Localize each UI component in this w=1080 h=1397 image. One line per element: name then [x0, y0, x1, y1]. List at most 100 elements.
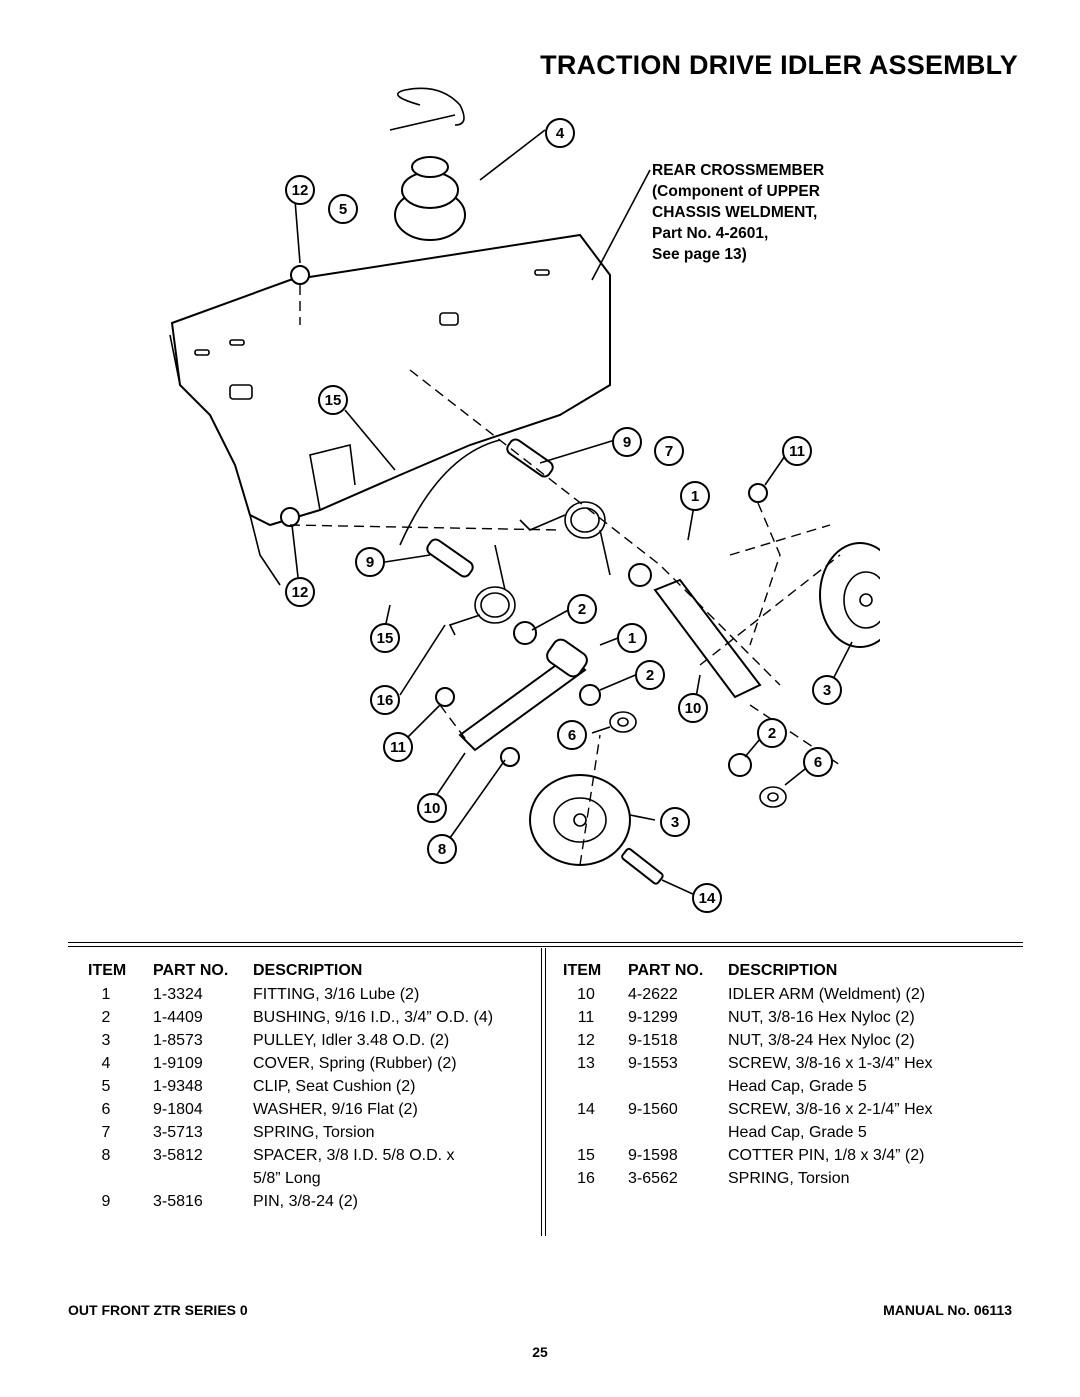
svg-text:2: 2	[578, 601, 586, 618]
svg-text:1: 1	[691, 488, 699, 505]
footer-series: OUT FRONT ZTR SERIES 0	[68, 1302, 248, 1318]
item-cell: 4	[101, 1055, 111, 1072]
callout-15: 15	[318, 385, 348, 415]
svg-text:11: 11	[390, 739, 406, 756]
plate-holes	[194, 269, 550, 400]
nut-part	[748, 483, 768, 503]
description-cell: CLIP, Seat Cushion (2)	[253, 1078, 416, 1095]
part-number-cell: 3-5713	[153, 1124, 203, 1141]
page-number: 25	[532, 1344, 548, 1360]
item-cell: 10	[577, 986, 595, 1003]
description-cell: WASHER, 9/16 Flat (2)	[253, 1101, 418, 1118]
bushing-part	[728, 753, 752, 777]
callout-12b: 12	[285, 577, 315, 607]
bushing-part	[628, 563, 652, 587]
item-cell: 11	[577, 1009, 595, 1026]
spacer-part	[500, 747, 520, 767]
callout-1b: 1	[617, 623, 647, 653]
callout-10b: 10	[417, 793, 447, 823]
item-cell: 2	[101, 1009, 111, 1026]
exploded-parts-diagram: 4 12 5 15 9 7 11 1 9 12 2 1 15 2 3 16 10…	[169, 87, 880, 913]
callout-6: 6	[557, 720, 587, 750]
part-number-cell: 9-1518	[628, 1032, 678, 1049]
callout-2c: 2	[757, 718, 787, 748]
item-cell: 5	[101, 1078, 111, 1095]
item-cell: 12	[577, 1032, 595, 1049]
table-rule	[68, 946, 1023, 947]
description-cell: FITTING, 3/16 Lube (2)	[253, 986, 420, 1003]
description-cell: COTTER PIN, 1/8 x 3/4” (2)	[728, 1147, 925, 1164]
item-cell: 8	[101, 1147, 111, 1164]
item-cell: 3	[101, 1032, 111, 1049]
rubber-cover-part	[394, 156, 466, 241]
svg-text:2: 2	[646, 667, 654, 684]
svg-text:14: 14	[699, 890, 716, 907]
part-number-cell: 9-1560	[628, 1101, 678, 1118]
item-cell: 1	[101, 986, 111, 1003]
pin-part	[506, 438, 554, 478]
table-row: Head Cap, Grade 5	[555, 1124, 1025, 1147]
callout-1: 1	[680, 481, 710, 511]
column-divider	[541, 948, 546, 1236]
svg-text:15: 15	[325, 392, 342, 409]
washer-part	[609, 711, 637, 733]
footer-manual: MANUAL No. 06113	[883, 1302, 1012, 1318]
svg-text:15: 15	[377, 630, 394, 647]
description-cell: Head Cap, Grade 5	[728, 1124, 867, 1141]
callout-14: 14	[692, 883, 722, 913]
description-cell: BUSHING, 9/16 I.D., 3/4” O.D. (4)	[253, 1009, 494, 1026]
bushing-part	[579, 684, 601, 706]
part-number-cell: 1-3324	[153, 986, 203, 1003]
description-cell: SPRING, Torsion	[728, 1170, 850, 1187]
table-row: 13 9-1553 SCREW, 3/8-16 x 1-3/4” Hex	[555, 1055, 1025, 1078]
description-cell: SCREW, 3/8-16 x 1-3/4” Hex	[728, 1055, 933, 1072]
part-number-cell: 9-1598	[628, 1147, 678, 1164]
item-cell: 7	[101, 1124, 111, 1141]
idler-arm-part	[653, 578, 762, 699]
nut-part	[290, 265, 310, 285]
description-cell: SCREW, 3/8-16 x 2-1/4” Hex	[728, 1101, 933, 1118]
washer-part	[759, 786, 787, 808]
item-cell: 15	[577, 1147, 595, 1164]
part-number-cell: 9-1299	[628, 1009, 678, 1026]
item-cell: 14	[577, 1101, 595, 1118]
pin-part	[426, 538, 474, 578]
item-cell: 13	[577, 1055, 595, 1072]
callout-3: 3	[812, 675, 842, 705]
description-cell: 5/8” Long	[253, 1170, 321, 1187]
table-row: 5/8” Long	[80, 1170, 540, 1193]
callout-5: 5	[328, 194, 358, 224]
svg-text:12: 12	[292, 584, 309, 601]
torsion-spring-part	[448, 501, 611, 636]
svg-text:10: 10	[685, 700, 702, 717]
svg-text:2: 2	[768, 725, 776, 742]
part-number-cell: 9-1553	[628, 1055, 678, 1072]
bushing-part	[513, 621, 537, 645]
svg-text:7: 7	[665, 443, 673, 460]
callout-2b: 2	[635, 660, 665, 690]
callout-7: 7	[654, 436, 684, 466]
svg-text:4: 4	[556, 125, 565, 142]
pulley-part	[819, 542, 880, 648]
nut-part	[280, 507, 300, 527]
svg-text:16: 16	[377, 692, 394, 709]
part-number-cell: 1-8573	[153, 1032, 203, 1049]
svg-text:3: 3	[671, 814, 679, 831]
table-rule	[68, 942, 1023, 943]
svg-text:11: 11	[789, 443, 805, 460]
svg-text:1: 1	[628, 630, 636, 647]
callout-16: 16	[370, 685, 400, 715]
svg-text:6: 6	[814, 754, 822, 771]
page-title: TRACTION DRIVE IDLER ASSEMBLY	[540, 50, 1018, 80]
